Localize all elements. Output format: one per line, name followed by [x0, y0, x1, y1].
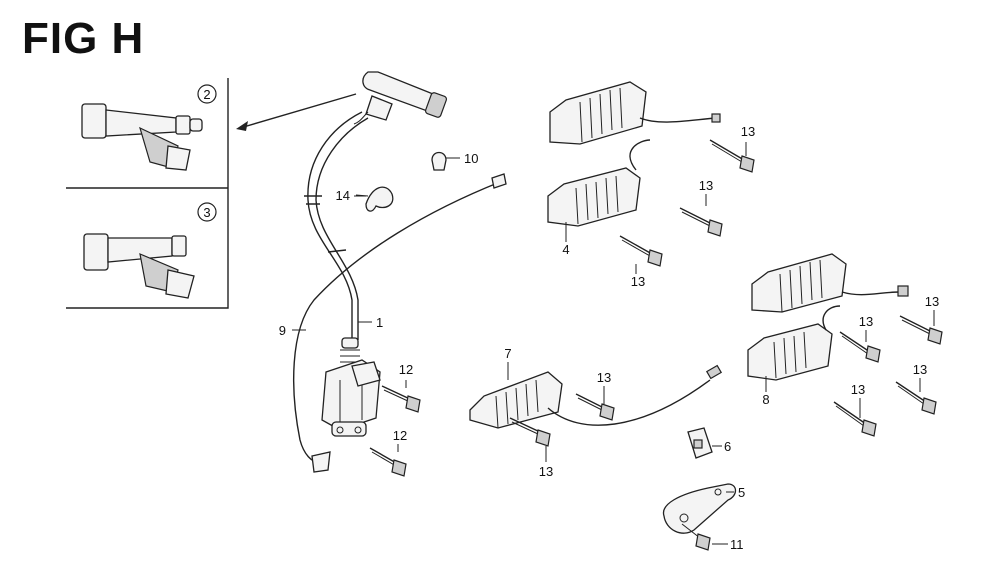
- bolt-13-g: [833, 401, 877, 437]
- callout-13-b-label: 13: [699, 178, 713, 193]
- spark-plug-cap-variant-3: [83, 233, 195, 299]
- bolt-13-f: [895, 381, 937, 415]
- grommet-6: [687, 427, 713, 459]
- callout-13-g-label: 13: [851, 382, 865, 397]
- callout-labels: 1 4 5 6 7 8 9 10 11 12 12 13 13 13 13 13…: [279, 124, 939, 552]
- callout-13-i-label: 13: [539, 464, 553, 479]
- charge-coil-upper-b: [751, 253, 909, 313]
- callout-14-label: 14: [336, 188, 350, 203]
- charge-coil-4: [547, 139, 651, 227]
- bolt-13-a: [709, 139, 755, 173]
- spark-plug-cap-variant-2: [81, 103, 203, 171]
- plate-5: [662, 483, 737, 534]
- callout-3-label: 3: [203, 205, 210, 220]
- ground-wire: [292, 173, 507, 473]
- callout-8-label: 8: [762, 392, 769, 407]
- callout-4-label: 4: [562, 242, 569, 257]
- clamp-10: [431, 151, 460, 171]
- callout-13-d-label: 13: [925, 294, 939, 309]
- charge-coil-8: [747, 305, 841, 381]
- figure-title: FIG H: [22, 14, 145, 63]
- callout-6-label: 6: [724, 439, 731, 454]
- high-tension-lead: [304, 111, 369, 340]
- bolt-13-c: [619, 235, 663, 267]
- callout-12-lower-label: 12: [393, 428, 407, 443]
- reference-arrow: [236, 93, 357, 131]
- bolt-13-d: [899, 315, 943, 345]
- clip-14: [355, 186, 394, 212]
- callout-10-label: 10: [464, 151, 478, 166]
- callout-1-label: 1: [376, 315, 383, 330]
- bolt-13-i: [509, 417, 551, 447]
- variant-inset-frame: [66, 78, 229, 309]
- callout-13-f-label: 13: [913, 362, 927, 377]
- spark-plug-cap: [353, 71, 448, 125]
- callout-13-c-label: 13: [631, 274, 645, 289]
- callout-leaders: [292, 142, 935, 545]
- bolt-12-lower: [369, 447, 407, 477]
- callout-2-label: 2: [203, 87, 210, 102]
- charge-coil-upper-a: [549, 81, 721, 145]
- callout-2: 2: [197, 84, 217, 104]
- bolt-12-upper: [381, 385, 421, 413]
- callout-13-a-label: 13: [741, 124, 755, 139]
- bolt-11: [681, 523, 711, 551]
- callout-13-e-label: 13: [859, 314, 873, 329]
- bolt-13-h: [575, 393, 615, 421]
- bolt-13-e: [839, 331, 881, 363]
- callout-13-h-label: 13: [597, 370, 611, 385]
- callout-7-label: 7: [504, 346, 511, 361]
- bolt-13-b: [679, 207, 723, 237]
- callout-3: 3: [197, 202, 217, 222]
- callout-5-label: 5: [738, 485, 745, 500]
- callout-12-upper-label: 12: [399, 362, 413, 377]
- callout-9-label: 9: [279, 323, 286, 338]
- callout-11-label: 11: [730, 537, 744, 552]
- ignition-coil: [321, 337, 381, 437]
- charge-coil-7: [469, 364, 723, 429]
